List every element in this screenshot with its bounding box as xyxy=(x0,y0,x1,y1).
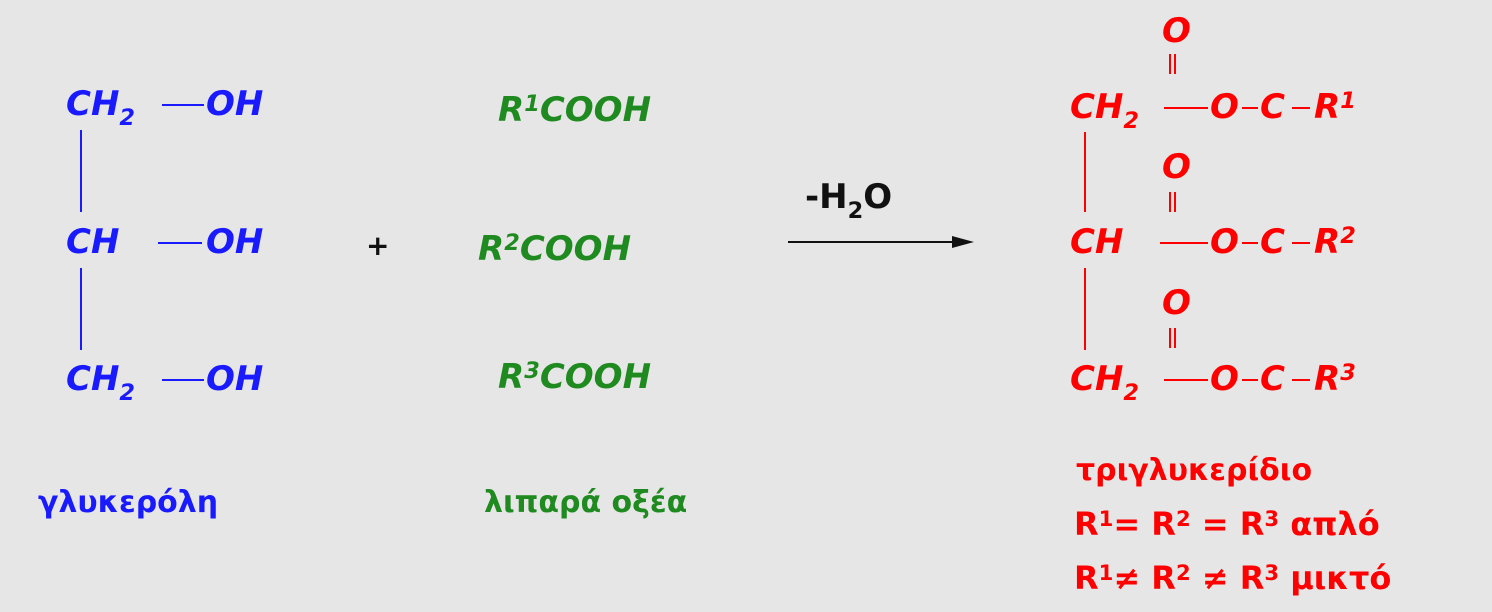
glycerol-bond-1 xyxy=(162,104,204,106)
glycerol-row-3-hydroxyl: OH xyxy=(206,359,264,399)
glycerol-row-1-hydroxyl: OH xyxy=(206,84,264,124)
simple-triglyceride-rule: R1= R2 = R3 απλό xyxy=(1074,505,1380,543)
product-row-1-carbon: CH2 xyxy=(1070,87,1140,135)
product-r-2: R2 xyxy=(1314,222,1356,262)
ester-oxygen-2: O xyxy=(1210,222,1239,262)
carbonyl-oxygen-1: O xyxy=(1162,11,1191,51)
carbonyl-carbon-1: C xyxy=(1260,87,1285,127)
acid-1: R1COOH xyxy=(498,90,652,130)
double-bond-2 xyxy=(1169,192,1176,212)
carbonyl-carbon-3: C xyxy=(1260,359,1285,399)
product-bond-v2 xyxy=(1084,268,1086,350)
glycerol-row-2-carbon: CH xyxy=(66,222,120,262)
glycerol-row-1-carbon: CH2 xyxy=(66,84,136,132)
arrow-icon xyxy=(788,236,974,248)
carbonyl-oxygen-2: O xyxy=(1162,147,1191,187)
plus-sign: + xyxy=(366,229,390,262)
acid-2: R2COOH xyxy=(478,229,632,269)
product-bond-2b xyxy=(1242,242,1258,244)
glycerol-bond-3 xyxy=(162,379,204,381)
glycerol-bond-2 xyxy=(158,242,202,244)
carbonyl-oxygen-3: O xyxy=(1162,283,1191,323)
product-bond-2a xyxy=(1160,242,1208,244)
glycerol-bond-v1 xyxy=(80,130,82,212)
product-bond-1b xyxy=(1242,107,1258,109)
fatty-acids-label: λιπαρά οξέα xyxy=(484,485,688,520)
carbonyl-carbon-2: C xyxy=(1260,222,1285,262)
glycerol-row-2-hydroxyl: OH xyxy=(206,222,264,262)
product-bond-3c xyxy=(1292,379,1310,381)
product-r-3: R3 xyxy=(1314,359,1356,399)
ester-oxygen-1: O xyxy=(1210,87,1239,127)
product-bond-1c xyxy=(1292,107,1310,109)
glycerol-bond-v2 xyxy=(80,268,82,350)
glycerol-label: γλυκερόλη xyxy=(38,485,219,520)
product-r-1: R1 xyxy=(1314,87,1356,127)
product-bond-3a xyxy=(1164,379,1208,381)
product-bond-2c xyxy=(1292,242,1310,244)
dehydration-label: -H2O xyxy=(805,177,893,225)
mixed-triglyceride-rule: R1≠ R2 ≠ R3 μικτό xyxy=(1074,559,1392,597)
triglyceride-label: τριγλυκερίδιο xyxy=(1076,453,1313,488)
product-bond-3b xyxy=(1242,379,1258,381)
acid-3: R3COOH xyxy=(498,357,652,397)
glycerol-row-3-carbon: CH2 xyxy=(66,359,136,407)
product-row-3-carbon: CH2 xyxy=(1070,359,1140,407)
double-bond-1 xyxy=(1169,54,1176,74)
product-bond-v1 xyxy=(1084,132,1086,212)
product-bond-1a xyxy=(1164,107,1208,109)
ester-oxygen-3: O xyxy=(1210,359,1239,399)
double-bond-3 xyxy=(1169,328,1176,348)
product-row-2-carbon: CH xyxy=(1070,222,1124,262)
